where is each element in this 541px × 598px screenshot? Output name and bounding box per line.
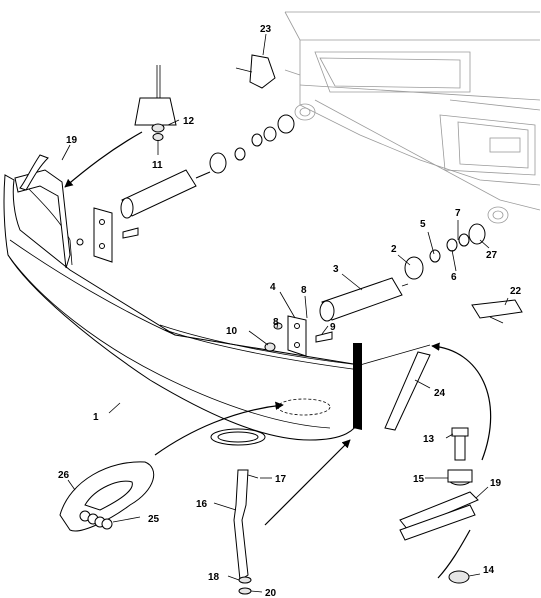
callout-19b: 19: [490, 478, 502, 489]
lamp-housing-26: [59, 461, 155, 532]
callout-3: 3: [333, 264, 339, 275]
callout-15: 15: [413, 474, 425, 485]
bracket-22: [471, 299, 523, 319]
callout-6: 6: [451, 272, 457, 283]
callout-7: 7: [455, 208, 461, 219]
mounting-bracket-12: [134, 65, 177, 141]
callout-16: 16: [196, 499, 208, 510]
callout-12: 12: [183, 116, 195, 127]
bracket-16: [233, 469, 259, 595]
damper-left-assembly: [76, 114, 295, 263]
callout-24: 24: [434, 388, 446, 399]
callout-2: 2: [391, 244, 397, 255]
reinforcement-strip: [353, 343, 362, 430]
leader-lines: [61, 33, 509, 593]
callout-5: 5: [420, 219, 426, 230]
callout-9: 9: [330, 322, 336, 333]
callout-8b: 8: [301, 285, 307, 296]
bracket-23: [249, 54, 276, 89]
lower-right-hardware: [399, 427, 479, 584]
callout-20: 20: [265, 588, 277, 598]
callout-8a: 8: [273, 317, 279, 328]
vehicle-body-outline: [284, 11, 541, 224]
callout-17: 17: [275, 474, 287, 485]
callout-19a: 19: [66, 135, 78, 146]
callout-10: 10: [226, 326, 238, 337]
callout-13: 13: [423, 434, 435, 445]
callout-14: 14: [483, 565, 495, 576]
callout-labels: 1 2 3 4 5 6 7 8 8 9 10 11 12 13 14 15 16…: [58, 24, 522, 598]
callout-26: 26: [58, 470, 70, 481]
callout-27: 27: [486, 250, 498, 261]
callout-23: 23: [260, 24, 272, 35]
callout-18: 18: [208, 572, 220, 583]
callout-22: 22: [510, 286, 522, 297]
bumper-cover: [3, 174, 431, 446]
trim-strip-24: [384, 351, 431, 431]
callout-25: 25: [148, 514, 160, 525]
damper-right-assembly: [264, 223, 486, 357]
callout-4: 4: [270, 282, 276, 293]
callout-1: 1: [93, 412, 99, 423]
callout-11: 11: [152, 160, 163, 171]
